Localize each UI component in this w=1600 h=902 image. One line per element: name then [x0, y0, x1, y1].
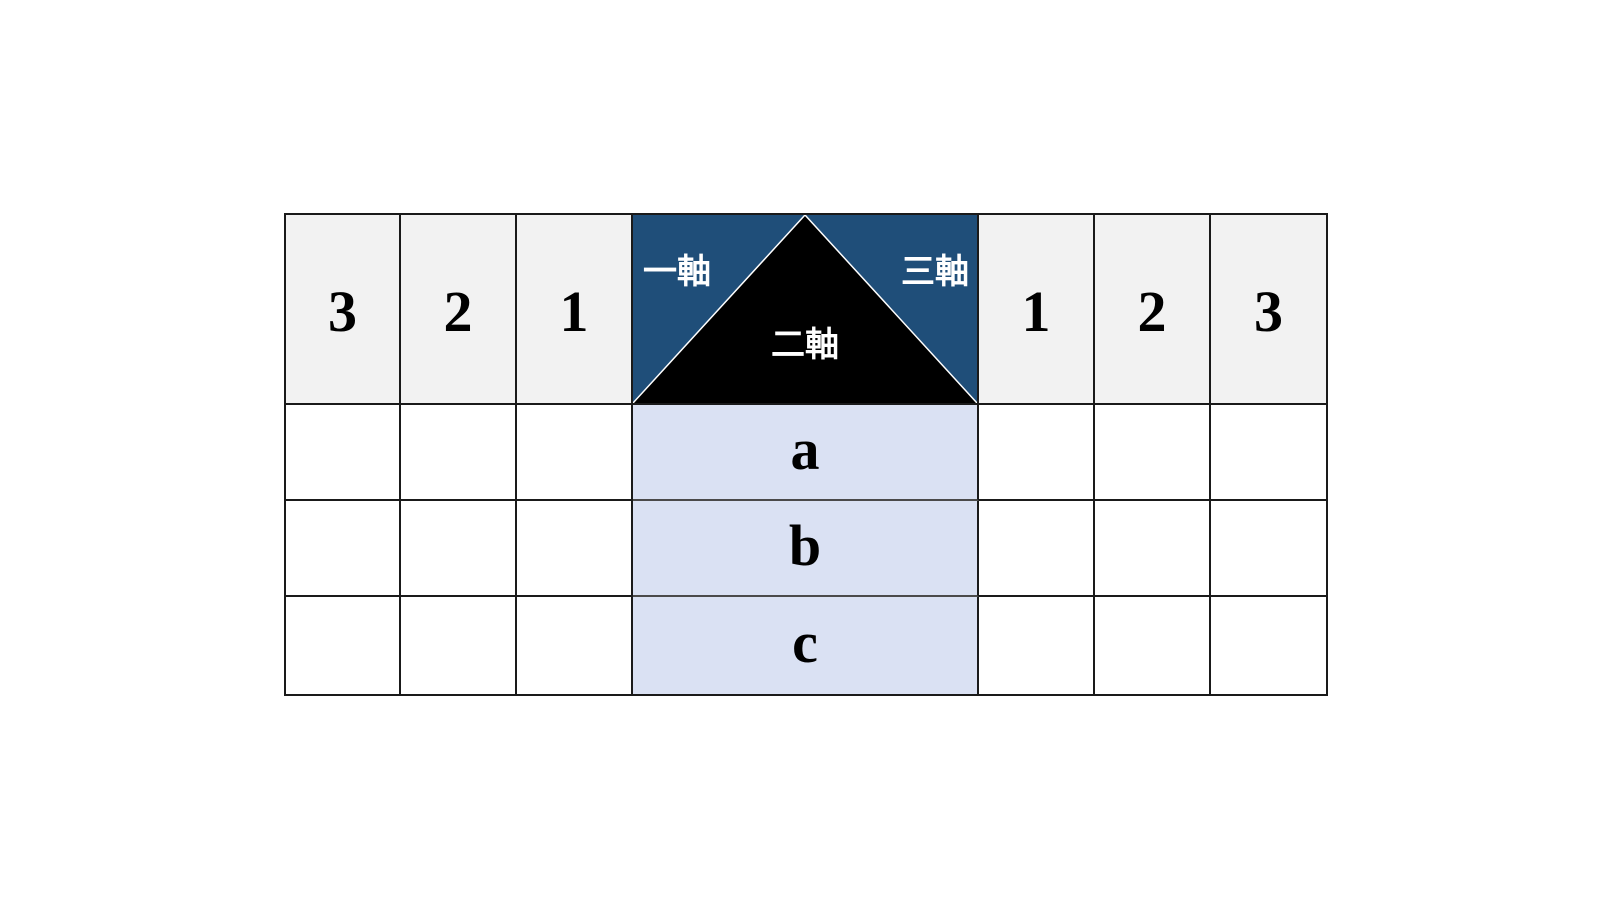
grid-cell-empty	[517, 597, 633, 694]
header-right-3: 3	[1211, 215, 1326, 405]
grid-cell-empty	[517, 405, 633, 501]
grid-cell-empty	[401, 597, 517, 694]
grid-cell-empty	[979, 501, 1095, 597]
axis-right-divider	[804, 215, 977, 403]
axis-two-triangle	[633, 215, 977, 403]
axis-three-label: 三軸	[901, 252, 969, 292]
grid-cell-empty	[1211, 501, 1326, 597]
axis-left-divider	[633, 215, 806, 403]
row-label-b: b	[633, 501, 979, 597]
row-label-c: c	[633, 597, 979, 694]
row-label-a: a	[633, 405, 979, 501]
axis-triangle-graphic	[633, 215, 977, 403]
grid-cell-empty	[286, 597, 401, 694]
grid-cell-empty	[979, 597, 1095, 694]
header-left-1: 1	[517, 215, 633, 405]
grid-cell-empty	[401, 405, 517, 501]
header-left-3: 3	[286, 215, 401, 405]
grid-cell-empty	[286, 501, 401, 597]
grid-cell-empty	[979, 405, 1095, 501]
axis-two-label: 二軸	[771, 325, 839, 365]
grid-cell-empty	[1095, 405, 1211, 501]
grid-cell-empty	[1095, 597, 1211, 694]
grid-cell-empty	[1211, 405, 1326, 501]
grid-cell-empty	[401, 501, 517, 597]
axis-triangle-panel: 一軸 三軸 二軸	[633, 215, 979, 405]
axis-one-label: 一軸	[643, 252, 711, 292]
grid-cell-empty	[1095, 501, 1211, 597]
grid-cell-empty	[517, 501, 633, 597]
header-left-2: 2	[401, 215, 517, 405]
axis-grid-diagram: 3 2 1 一軸 三軸 二軸 1 2 3 a b c	[284, 213, 1328, 696]
grid-cell-empty	[1211, 597, 1326, 694]
header-right-1: 1	[979, 215, 1095, 405]
grid-cell-empty	[286, 405, 401, 501]
header-right-2: 2	[1095, 215, 1211, 405]
